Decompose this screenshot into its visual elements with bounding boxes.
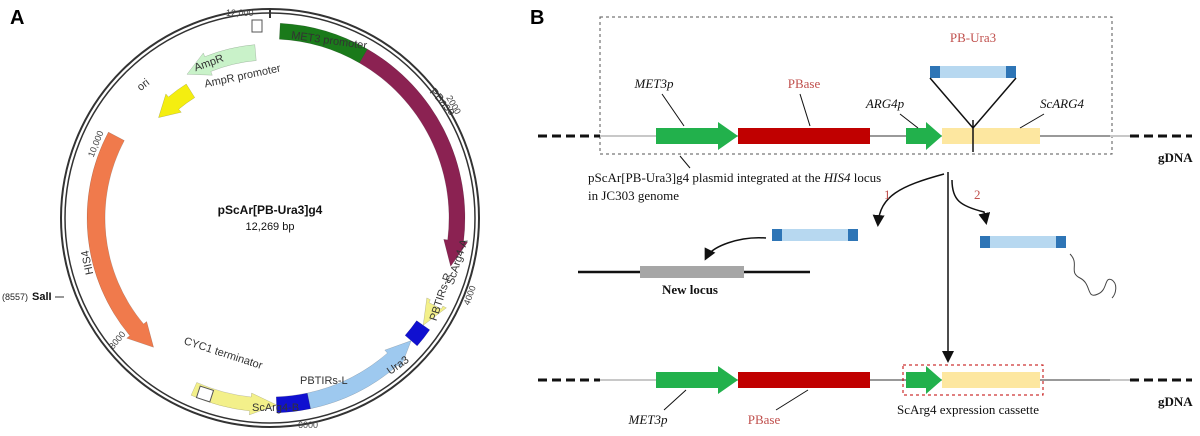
sali-label: SalI <box>32 291 52 303</box>
scarg4-b-label: ScArg4-B <box>252 402 299 414</box>
degraded-pb-ura3-right-cap <box>1056 236 1066 248</box>
degraded-pb-ura3-left-cap <box>980 236 990 248</box>
excised-pb-ura3-body <box>772 229 858 241</box>
pb-ura3-body <box>930 66 1016 78</box>
bottom-arg4p-arrow <box>906 366 942 394</box>
top-met3p-arrow <box>656 122 738 150</box>
ori-label: ori <box>135 77 152 94</box>
top-met3p-label: MET3p <box>634 76 675 91</box>
pbtirs-l-arc <box>275 392 311 414</box>
plasmid-features <box>86 23 468 416</box>
ampr-arc <box>186 44 257 76</box>
pbase-arc <box>359 48 468 267</box>
pbtirs-r-arc <box>404 320 431 347</box>
top-scarg4-label: ScARG4 <box>1040 96 1085 111</box>
top-arg4p-arrow <box>906 122 942 150</box>
pbase-leader <box>799 93 811 127</box>
scarg4-a-arc <box>422 297 447 326</box>
path-1-label: 1 <box>884 187 891 202</box>
bottom-met3p-leader <box>663 389 687 411</box>
integration-text-line2: in JC303 genome <box>588 188 679 203</box>
bottom-met3p-label: MET3p <box>628 412 669 427</box>
cyc1-terminator-box <box>195 385 215 403</box>
top-gdna-label: gDNA <box>1158 150 1193 165</box>
bottom-pbase-label: PBase <box>748 412 781 427</box>
path-2-label: 2 <box>974 187 981 202</box>
new-locus-label: New locus <box>662 282 718 297</box>
sali-position: (8557) <box>2 292 28 302</box>
excised-pb-ura3-left-cap <box>772 229 782 241</box>
bottom-pbase-block <box>738 372 870 388</box>
integration-leader <box>679 155 691 169</box>
bottom-scarg4-block <box>942 372 1040 388</box>
cassette-box <box>902 364 1044 396</box>
path-2-arrow <box>951 179 991 225</box>
cyc1-terminator-label: CYC1 terminator <box>182 335 264 372</box>
integration-text-line1: pScAr[PB-Ura3]g4 plasmid integrated at t… <box>588 170 881 185</box>
new-locus-insert <box>640 266 744 278</box>
pb-ura3-right-cap <box>1006 66 1016 78</box>
top-arg4p-label: ARG4p <box>865 96 905 111</box>
excised-pb-ura3-right-cap <box>848 229 858 241</box>
degradation-squiggle <box>1069 253 1117 299</box>
integration-his4: HIS4 <box>823 170 851 185</box>
tick-4000: 4000 <box>462 284 478 306</box>
top-pbase-label: PBase <box>788 76 821 91</box>
reinsertion-arrow <box>704 237 767 261</box>
path-1-arrow <box>872 173 945 227</box>
bottom-met3p-arrow <box>656 366 738 394</box>
top-scarg4-block <box>942 128 1040 144</box>
plasmid-size: 12,269 bp <box>246 221 295 233</box>
ori-arc <box>158 83 196 118</box>
top-pbase-block <box>738 128 870 144</box>
pb-ura3-left-cap <box>930 66 940 78</box>
degraded-pb-ura3-body <box>980 236 1066 248</box>
bottom-pbase-leader <box>775 389 809 411</box>
panel-b-letter: B <box>530 7 544 29</box>
his4-arc <box>86 131 154 348</box>
tick-6000: 6000 <box>298 420 318 430</box>
integration-text-start: pScAr[PB-Ura3]g4 plasmid integrated at t… <box>588 170 824 185</box>
integration-text-end: locus <box>850 170 881 185</box>
scarg4-leader <box>1019 113 1045 129</box>
panel-a-letter: A <box>10 7 24 29</box>
insertion-v-lines <box>929 77 1017 130</box>
cassette-label: ScArg4 expression cassette <box>897 402 1039 417</box>
pb-ura3-label: PB-Ura3 <box>950 30 996 45</box>
ampr-promoter-box <box>251 19 263 33</box>
bottom-gdna-label: gDNA <box>1158 394 1193 409</box>
plasmid-name: pScAr[PB-Ura3]g4 <box>218 203 323 217</box>
his4-label: HIS4 <box>79 249 96 275</box>
tick-8000: 8000 <box>107 329 128 351</box>
met3p-leader <box>661 93 685 127</box>
ura3-arc <box>306 340 412 410</box>
pbtirs-l-label: PBTIRs-L <box>300 375 348 387</box>
tick-12000: 12,000 <box>226 8 254 18</box>
arg4p-leader <box>899 113 919 129</box>
